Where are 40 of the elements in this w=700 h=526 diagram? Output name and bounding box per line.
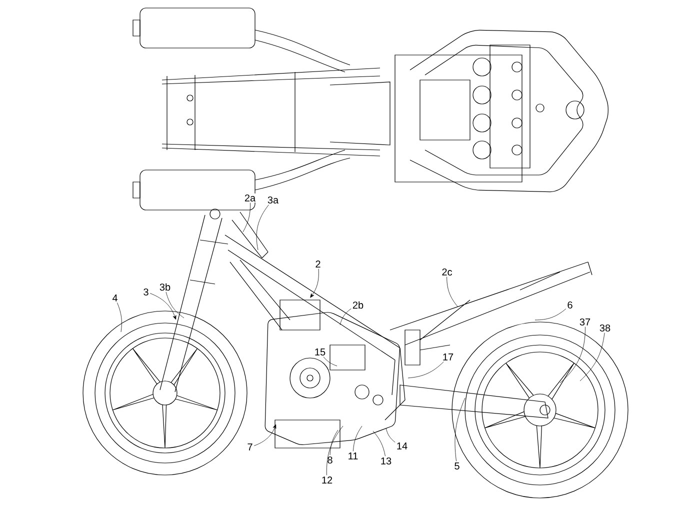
leader-line (454, 398, 466, 462)
callout-number: 15 (313, 348, 327, 356)
callout-number: 2c (440, 267, 454, 277)
callout-number: 2b (351, 300, 365, 310)
callout-number: 12 (320, 476, 334, 484)
leader-line (323, 356, 338, 366)
callout-number: 7 (246, 442, 254, 452)
leader-line (256, 204, 269, 250)
callout-number: 8 (326, 455, 334, 465)
leader-line (408, 362, 444, 378)
callout-number: 2 (314, 260, 322, 268)
callout-number: 3b (158, 282, 172, 292)
callout-number: 3a (266, 195, 280, 205)
leader-line (330, 430, 338, 456)
leader-line (580, 332, 605, 382)
callout-number: 17 (441, 352, 455, 362)
callout-number: 6 (566, 300, 574, 310)
leader-line (117, 302, 122, 332)
callout-number: 38 (598, 323, 612, 333)
callout-number: 5 (453, 462, 461, 470)
callout-number: 11 (346, 452, 360, 460)
callout-number: 2a (243, 193, 257, 203)
leader-line (534, 308, 566, 320)
leader-line (386, 428, 396, 442)
leader-line (352, 426, 362, 452)
callout-number: 13 (379, 456, 393, 466)
leader-line (340, 308, 352, 326)
leader-line (310, 268, 319, 298)
leader-line (254, 424, 276, 446)
leader-line (166, 292, 184, 318)
leader-line (242, 202, 250, 232)
callout-number: 4 (111, 294, 119, 302)
leader-line (446, 276, 458, 308)
leader-line (372, 430, 386, 456)
callout-number: 37 (578, 317, 592, 327)
callout-number: 3 (142, 287, 150, 297)
leader-line (326, 426, 344, 476)
leader-line (150, 293, 176, 320)
leader-line (560, 326, 586, 384)
callout-number: 14 (395, 442, 409, 450)
